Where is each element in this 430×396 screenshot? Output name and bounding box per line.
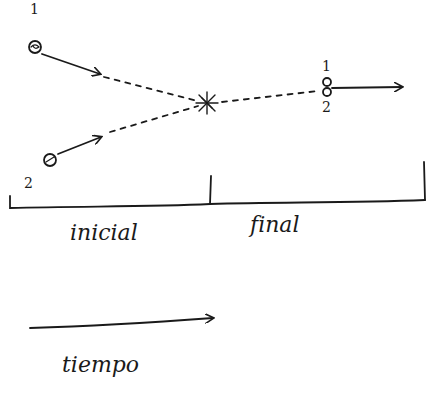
trajectory: [104, 77, 198, 101]
particle-number: 1: [30, 2, 39, 16]
particle-2: [323, 88, 331, 96]
collision-star: [196, 92, 218, 114]
trajectory: [222, 91, 318, 102]
particle-1: [323, 78, 331, 86]
particle-number: 1: [322, 59, 331, 73]
particle-2: [44, 154, 56, 166]
time-axis: [10, 196, 425, 208]
velocity-arrow: [42, 54, 100, 74]
velocity-arrow: [58, 137, 101, 154]
axis-label: tiempo: [62, 354, 139, 376]
trajectory: [110, 106, 198, 132]
axis-tick: [424, 162, 425, 200]
particle-number: 2: [322, 100, 331, 114]
particle-number: 2: [24, 176, 33, 190]
particle-1: [29, 41, 41, 53]
axis-tick: [210, 176, 211, 204]
time-arrow: [30, 318, 213, 328]
phase-label: final: [250, 214, 300, 236]
phase-label: inicial: [70, 222, 138, 244]
velocity-arrow: [332, 87, 402, 88]
